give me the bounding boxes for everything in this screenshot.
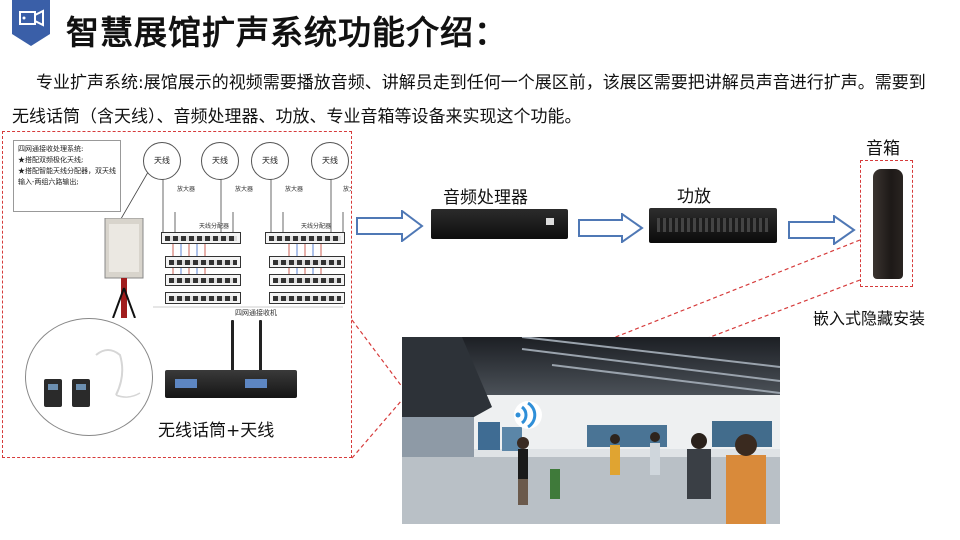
splitter-rack: [161, 232, 241, 244]
headset-mic-icon: [95, 349, 141, 398]
amp-label: 放大器: [235, 186, 254, 193]
antenna-label: 天线: [154, 156, 170, 165]
antenna-icon: [251, 142, 289, 180]
bodypack-transmitter-icon: [72, 379, 90, 407]
antenna-unit: 天线: [141, 142, 185, 192]
receiver-rack: [165, 292, 241, 304]
antenna-icon: [201, 142, 239, 180]
bodypack-transmitter-group: [25, 318, 153, 436]
antenna-label: 天线: [262, 156, 278, 165]
receiver-rack: [269, 256, 345, 268]
antenna-unit: 天线: [199, 142, 243, 192]
brand-logo-icon: [546, 218, 554, 225]
speaker-caption: 嵌入式隐藏安装: [813, 309, 926, 328]
arrow-right-icon: [788, 215, 856, 245]
antenna-unit: 天线: [249, 142, 293, 192]
amp-label: 放大器: [343, 186, 351, 193]
receiver-label: 四网通接收机: [235, 309, 277, 317]
legend-line: ★搭配双频极化天线;: [18, 156, 84, 164]
wireless-mic-caption: 无线话筒+天线: [158, 421, 275, 441]
speaker-label: 音箱: [866, 139, 900, 159]
page-title: 智慧展馆扩声系统功能介绍：: [66, 13, 508, 52]
power-amplifier-icon: [649, 208, 777, 243]
processor-label: 音频处理器: [443, 188, 528, 208]
receiver-antenna-icon: [259, 320, 262, 372]
receiver-antenna-icon: [231, 320, 234, 372]
antenna-icon: [143, 142, 181, 180]
splitter-label: 天线分配器: [301, 223, 332, 230]
antenna-icon: [311, 142, 349, 180]
splitter-rack: [265, 232, 345, 244]
speaker-frame: [860, 160, 913, 287]
wireless-system-diagram: 四网通接收处理系统: ★搭配双频极化天线; ★搭配智能天线分配器，双天线 输入-…: [2, 131, 352, 458]
audio-processor-icon: [431, 209, 568, 239]
receiver-rack: [269, 292, 345, 304]
wireless-signal-icon: [514, 401, 542, 429]
antenna-label: 天线: [322, 156, 338, 165]
column-speaker-icon: [873, 169, 903, 279]
legend-line: ★搭配智能天线分配器，双天线: [18, 167, 116, 175]
video-camera-icon: [12, 0, 50, 46]
legend-line: 四网通接收处理系统:: [18, 145, 84, 153]
legend-box: 四网通接收处理系统: ★搭配双频极化天线; ★搭配智能天线分配器，双天线 输入-…: [13, 140, 121, 212]
panel-antenna-icon: [104, 218, 144, 318]
receiver-rack: [269, 274, 345, 286]
receiver-rack: [165, 274, 241, 286]
wireless-receiver-icon: [165, 370, 297, 398]
legend-line: 输入-两组六路输出;: [18, 178, 79, 186]
exhibition-hall-photo: [402, 337, 780, 524]
amp-label: 放大器: [177, 186, 196, 193]
amp-label: 放大器: [285, 186, 304, 193]
receiver-rack: [165, 256, 241, 268]
antenna-label: 天线: [212, 156, 228, 165]
intro-paragraph: 专业扩声系统:展馆展示的视频需要播放音频、讲解员走到任何一个展区前，该展区需要把…: [12, 73, 926, 127]
amplifier-label: 功放: [677, 187, 711, 207]
arrow-right-icon: [578, 213, 644, 243]
arrow-right-icon: [356, 210, 424, 242]
splitter-label: 天线分配器: [199, 223, 230, 230]
antenna-unit: 天线: [309, 142, 351, 192]
bodypack-transmitter-icon: [44, 379, 62, 407]
